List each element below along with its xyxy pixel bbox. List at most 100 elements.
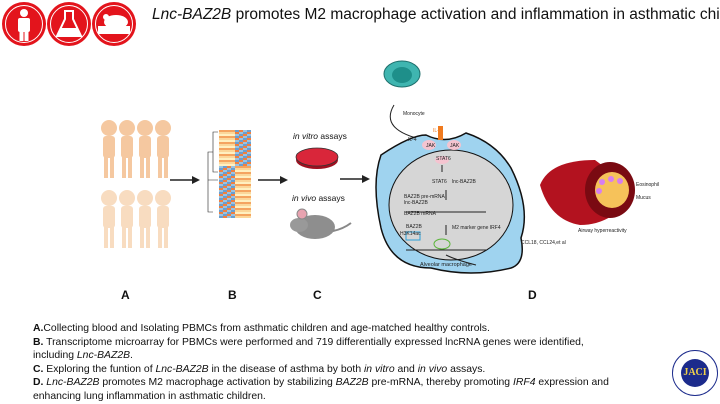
heatmap-cell <box>239 152 243 154</box>
heatmap-cell <box>243 162 247 164</box>
heatmap-cell <box>219 172 223 174</box>
heatmap-cell <box>227 202 231 204</box>
lnc-label: lnc-BAZ2B <box>404 200 428 206</box>
heatmap-cell <box>247 198 251 200</box>
heatmap-cell <box>239 162 243 164</box>
heatmap-cell <box>235 196 239 198</box>
heatmap-cell <box>243 184 247 186</box>
heatmap-cell <box>223 138 227 140</box>
heatmap-cell <box>243 196 247 198</box>
heatmap-cell <box>227 178 231 180</box>
heatmap-cell <box>219 198 223 200</box>
heatmap-cell <box>243 206 247 208</box>
in-vitro-label: in vitro assays <box>293 131 347 141</box>
heatmap-cell <box>219 206 223 208</box>
heatmap-cell <box>239 206 243 208</box>
cytokines-label: CCL18, CCL24,et al <box>521 240 566 246</box>
heatmap-cell <box>247 144 251 146</box>
m2-gene-label: M2 marker gene IRF4 <box>452 225 501 231</box>
child-silhouette <box>155 190 171 248</box>
premrna-label: BAZ2B pre-mRNA <box>404 194 445 200</box>
heatmap-cell <box>243 166 247 168</box>
child-silhouette <box>155 120 171 178</box>
heatmap-cell <box>247 194 251 196</box>
heatmap-cell <box>227 144 231 146</box>
heatmap-cell <box>231 208 235 210</box>
heatmap-cell <box>219 138 223 140</box>
heatmap-cell <box>247 188 251 190</box>
heatmap-cell <box>227 164 231 166</box>
heatmap-cell <box>231 164 235 166</box>
heatmap-cell <box>243 138 247 140</box>
heatmap-cell <box>239 138 243 140</box>
heatmap-cell <box>231 190 235 192</box>
heatmap-cell <box>239 164 243 166</box>
heatmap-cell <box>247 202 251 204</box>
child-silhouette <box>101 190 117 248</box>
heatmap-cell <box>219 132 223 134</box>
description-d: D. Lnc-BAZ2B promotes M2 macrophage acti… <box>33 377 609 402</box>
heatmap-cell <box>231 202 235 204</box>
heatmap-cell <box>239 184 243 186</box>
heatmap-cell <box>235 212 239 214</box>
heatmap-cell <box>219 152 223 154</box>
heatmap-cell <box>247 170 251 172</box>
heatmap-cell <box>219 148 223 150</box>
heatmap-cell <box>227 130 231 132</box>
heatmap-cell <box>219 166 223 168</box>
heatmap-cell <box>227 138 231 140</box>
heatmap-cell <box>219 158 223 160</box>
heatmap-cell <box>219 188 223 190</box>
heatmap-cell <box>227 174 231 176</box>
heatmap-cell <box>247 178 251 180</box>
heatmap-cell <box>227 148 231 150</box>
heatmap-cell <box>235 166 239 168</box>
heatmap-cell <box>239 174 243 176</box>
mouse-badge <box>92 2 136 46</box>
figure-title: Lnc-BAZ2B promotes M2 macrophage activat… <box>152 6 720 23</box>
heatmap-cell <box>243 198 247 200</box>
heatmap-cell <box>239 196 243 198</box>
heatmap-cell <box>247 172 251 174</box>
heatmap-cell <box>243 208 247 210</box>
heatmap-cell <box>247 162 251 164</box>
heatmap-cell <box>235 154 239 156</box>
heatmap-cell <box>227 198 231 200</box>
child-silhouette <box>137 190 153 248</box>
heatmap-cell <box>223 180 227 182</box>
heatmap-cell <box>239 188 243 190</box>
airway-illustration <box>540 160 635 225</box>
heatmap-cell <box>223 214 227 216</box>
panel-label-b: B <box>228 288 237 302</box>
heatmap-cell <box>239 156 243 158</box>
heatmap-cell <box>227 156 231 158</box>
heatmap-cell <box>243 154 247 156</box>
heatmap-cell <box>219 200 223 202</box>
heatmap-cell <box>247 200 251 202</box>
heatmap-cell <box>239 144 243 146</box>
stat6-label-2: STAT6 <box>432 179 447 185</box>
heatmap-cell <box>243 146 247 148</box>
heatmap-cell <box>243 190 247 192</box>
heatmap-cell <box>243 164 247 166</box>
heatmap-cell <box>247 168 251 170</box>
heatmap-cell <box>235 188 239 190</box>
heatmap-cell <box>231 158 235 160</box>
heatmap-cell <box>231 186 235 188</box>
heatmap-cell <box>247 210 251 212</box>
heatmap-cell <box>227 188 231 190</box>
heatmap-cell <box>231 198 235 200</box>
heatmap-cell <box>223 150 227 152</box>
heatmap-cell <box>227 146 231 148</box>
heatmap-cell <box>247 130 251 132</box>
heatmap-cell <box>235 152 239 154</box>
heatmap-cell <box>235 164 239 166</box>
heatmap-cell <box>219 156 223 158</box>
heatmap-cell <box>247 160 251 162</box>
heatmap-cell <box>235 174 239 176</box>
macrophage-diagram <box>375 60 526 274</box>
heatmap-cell <box>231 130 235 132</box>
heatmap-cell <box>223 216 227 218</box>
heatmap-cell <box>219 212 223 214</box>
heatmap-cell <box>243 202 247 204</box>
